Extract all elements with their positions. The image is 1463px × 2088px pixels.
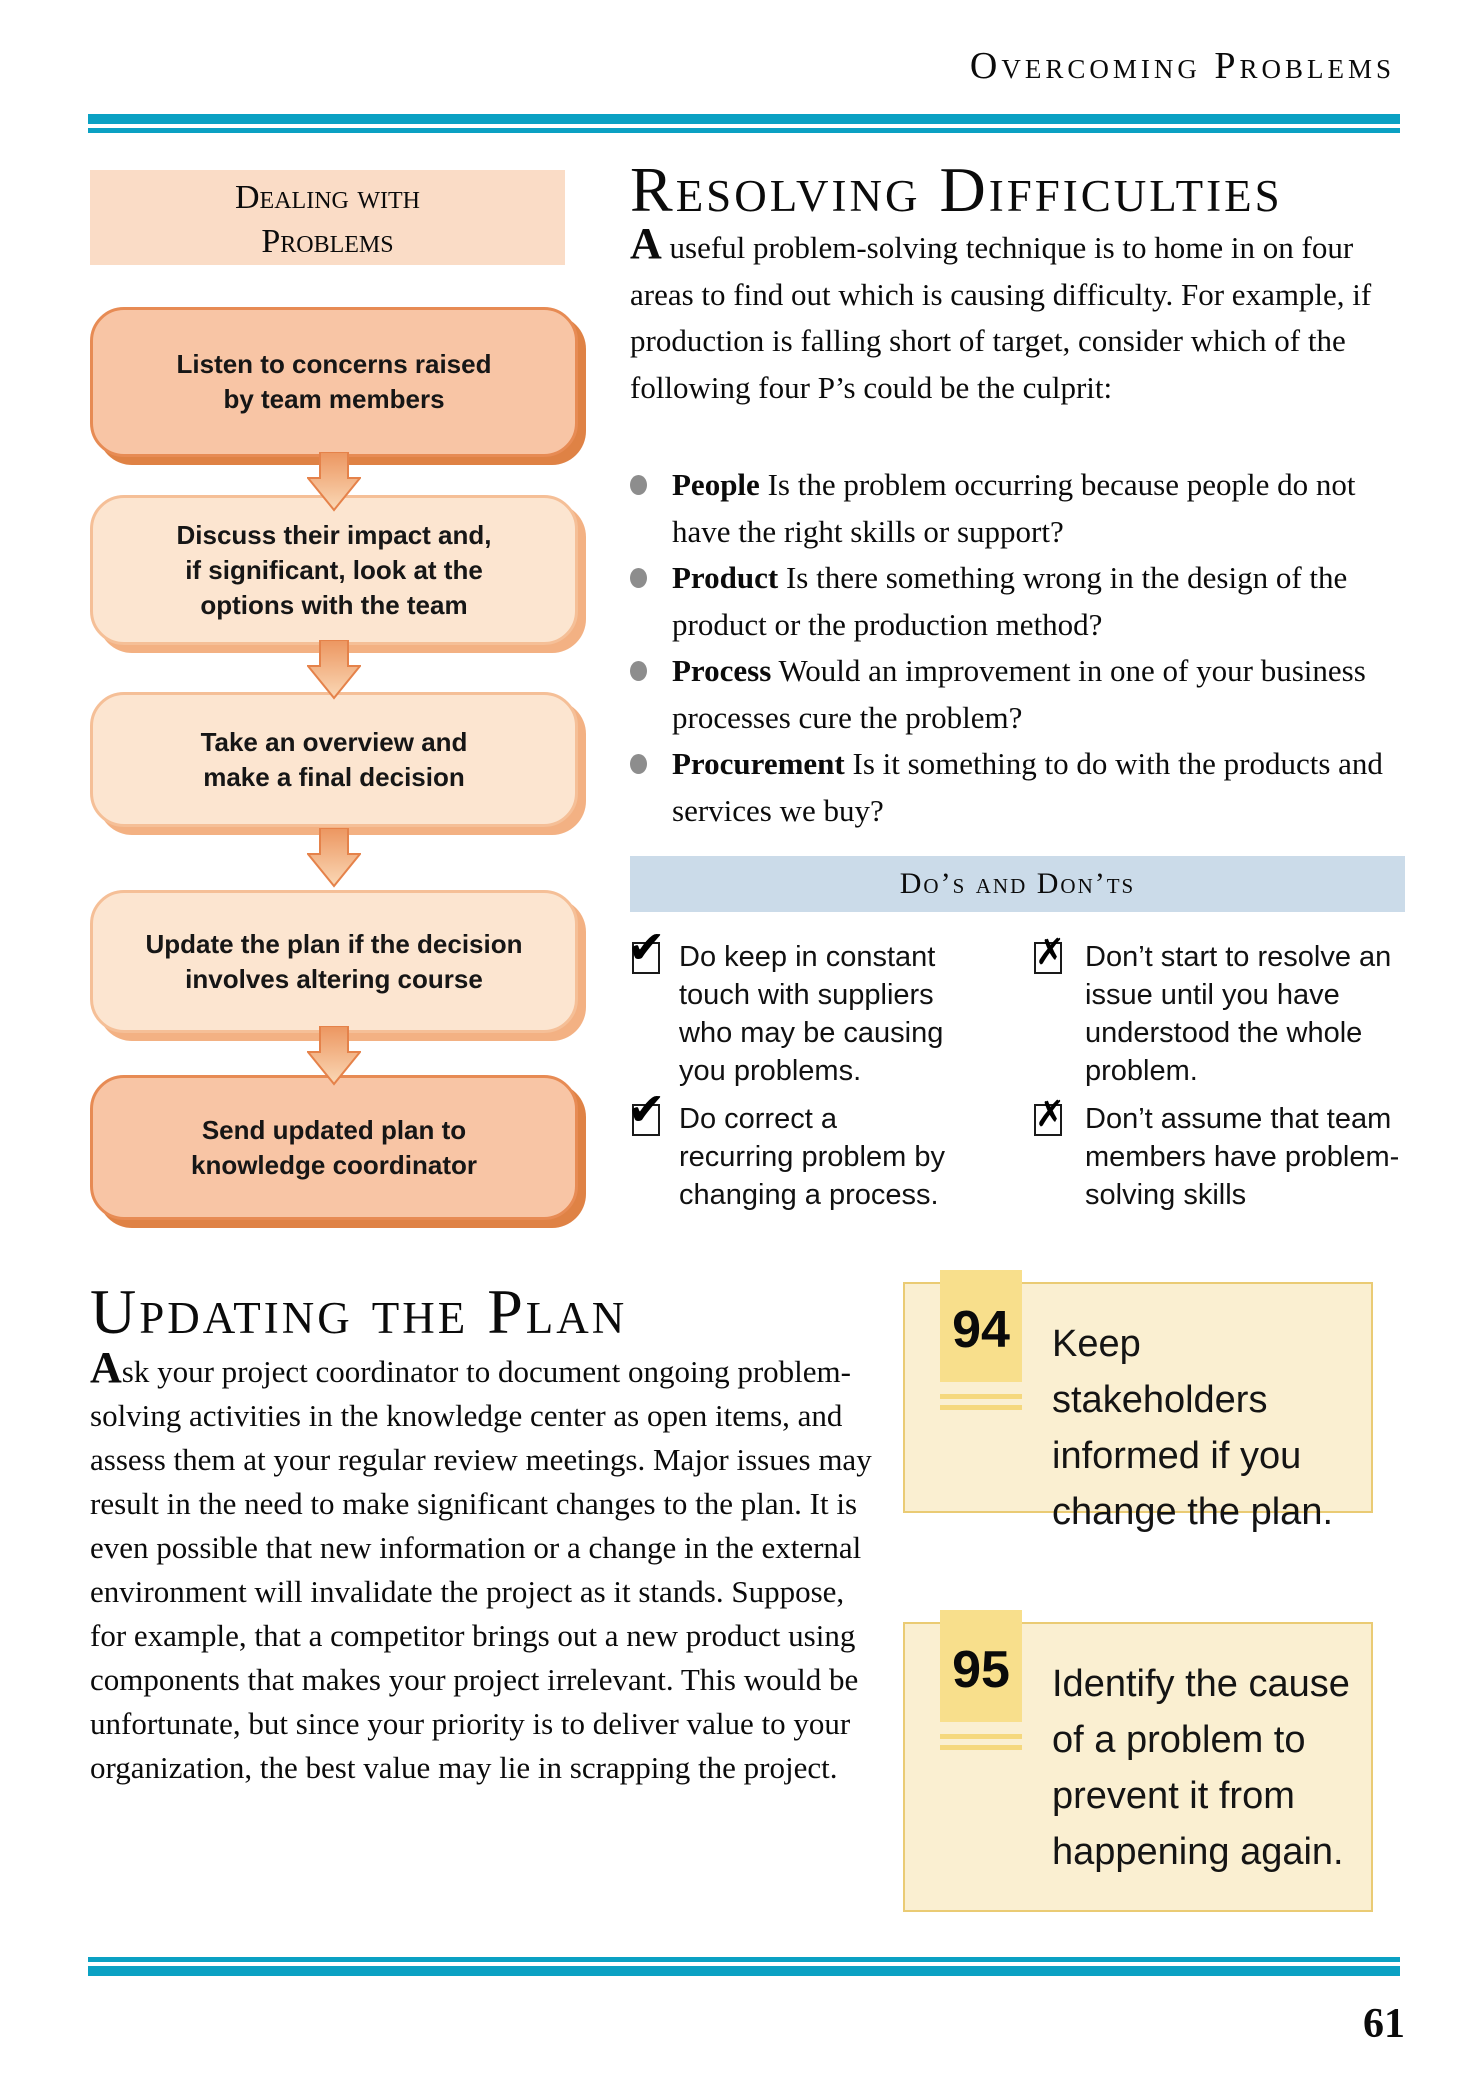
bottom-rule-thick — [88, 1966, 1400, 1976]
flowchart-step-5: Send updated plan to knowledge coordinat… — [90, 1075, 578, 1220]
tip-number-tab: 94 — [940, 1270, 1022, 1382]
dos-and-donts-header: Do’s and Don’ts — [630, 856, 1405, 912]
arrow-down-icon — [307, 640, 361, 700]
bullet-icon — [630, 754, 647, 774]
tip-number: 95 — [952, 1641, 1010, 1699]
do-text: Do keep in constant touch with suppliers… — [679, 941, 944, 1087]
tip-box-95: 95 Identify the cause of a problem to pr… — [903, 1610, 1373, 1912]
tip-underline-bar — [940, 1405, 1022, 1410]
bullet-text: Is there something wrong in the design o… — [672, 560, 1348, 642]
dont-item: ✗ Don’t assume that team members have pr… — [1032, 1094, 1408, 1214]
tip-underline-bar — [940, 1734, 1022, 1739]
bullet-term: Procurement — [672, 746, 845, 781]
flowchart-step-4: Update the plan if the decision involves… — [90, 890, 578, 1033]
do-item: ✔ Do keep in constant touch with supplie… — [627, 920, 952, 1090]
list-item: Process Would an improvement in one of y… — [630, 648, 1408, 741]
list-item: Procurement Is it something to do with t… — [630, 741, 1408, 834]
tip-box-94: 94 Keep stakeholders informed if you cha… — [903, 1270, 1373, 1533]
dont-item: ✗ Don’t start to resolve an issue until … — [1032, 932, 1408, 1090]
do-text: Do correct a recurring problem by changi… — [679, 1103, 945, 1211]
flowchart-step-2: Discuss their impact and, if significant… — [90, 495, 578, 645]
tip-underline-bar — [940, 1394, 1022, 1399]
section-title-updating-the-plan: Updating the Plan — [90, 1276, 628, 1347]
list-item: People Is the problem occurring because … — [630, 462, 1408, 555]
check-icon: ✔ — [627, 1082, 666, 1136]
running-header: Overcoming Problems — [969, 45, 1395, 87]
tip-number: 94 — [952, 1301, 1010, 1359]
list-item: Product Is there something wrong in the … — [630, 555, 1408, 648]
arrow-down-icon — [307, 828, 361, 888]
bullet-icon — [630, 568, 647, 588]
flowchart-step-1: Listen to concerns raised by team member… — [90, 307, 578, 457]
bullet-text: Is it something to do with the products … — [672, 746, 1383, 828]
bullet-text: Would an improvement in one of your busi… — [672, 653, 1366, 735]
cross-icon: ✗ — [1034, 1094, 1066, 1136]
tip-text: Keep stakeholders informed if you change… — [1052, 1323, 1334, 1533]
four-ps-bullet-list: People Is the problem occurring because … — [630, 462, 1408, 834]
page-number: 61 — [1363, 2001, 1405, 2047]
bullet-term: Process — [672, 653, 772, 688]
arrow-down-icon — [307, 1026, 361, 1086]
arrow-down-icon — [307, 452, 361, 512]
check-icon: ✔ — [627, 920, 666, 974]
dont-text: Don’t start to resolve an issue until yo… — [1085, 941, 1392, 1087]
resolving-intro-paragraph: A useful problem-solving technique is to… — [630, 219, 1372, 405]
bullet-text: Is the problem occurring because people … — [672, 467, 1356, 549]
do-item: ✔ Do correct a recurring problem by chan… — [627, 1082, 952, 1214]
bullet-icon — [630, 475, 647, 495]
flowchart-step-3: Take an overview and make a final decisi… — [90, 692, 578, 827]
bottom-rule-thin — [88, 1957, 1400, 1962]
tip-text: Identify the cause of a problem to preve… — [1052, 1663, 1350, 1873]
cross-icon: ✗ — [1034, 932, 1066, 974]
top-rule-thick — [88, 114, 1400, 124]
flowchart-title: Dealing with Problems — [90, 170, 565, 265]
bullet-term: People — [672, 467, 760, 502]
bullet-term: Product — [672, 560, 779, 595]
section-title-resolving-difficulties: Resolving Difficulties — [630, 154, 1283, 225]
top-rule-thin — [88, 128, 1400, 133]
bullet-icon — [630, 661, 647, 681]
updating-body-paragraph: Ask your project coordinator to document… — [90, 1343, 872, 1786]
tip-underline-bar — [940, 1745, 1022, 1750]
tip-number-tab: 95 — [940, 1610, 1022, 1722]
dont-text: Don’t assume that team members have prob… — [1085, 1103, 1400, 1211]
